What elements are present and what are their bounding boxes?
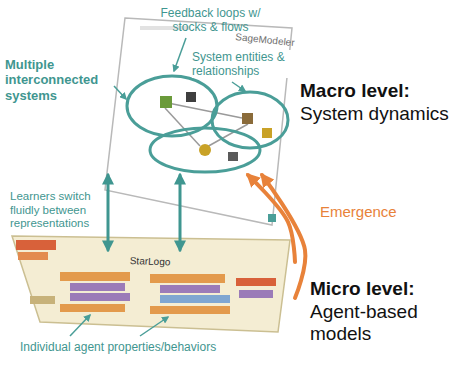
entity-icon	[199, 144, 211, 156]
level-heading: Micro level:	[310, 278, 415, 300]
code-block	[239, 290, 273, 298]
callout-note: Learners switch fluidly between represen…	[10, 190, 102, 231]
code-block	[30, 296, 55, 304]
panel-icon	[268, 214, 276, 222]
panel-shape	[12, 236, 290, 332]
callout-note: System entities & relationships	[192, 50, 292, 78]
entity-icon	[228, 152, 238, 161]
entity-icon	[160, 96, 172, 108]
callout-heading: Multiple interconnected systems	[5, 57, 117, 103]
entity-icon	[242, 113, 253, 124]
code-block	[150, 274, 225, 283]
edge-label: Emergence	[318, 203, 399, 221]
code-block	[16, 240, 56, 250]
callout-note: Feedback loops w/ stocks & flows	[148, 6, 273, 34]
switch-arrow	[107, 175, 110, 250]
code-block	[60, 304, 125, 312]
panel-shape	[105, 18, 292, 225]
switch-arrow	[179, 175, 182, 250]
code-block	[160, 295, 230, 303]
entity-icon	[262, 128, 272, 138]
code-block	[236, 278, 276, 286]
level-heading: Macro level:	[300, 80, 410, 102]
code-block	[60, 272, 130, 281]
code-block	[160, 285, 220, 293]
code-block	[150, 306, 230, 314]
code-block	[70, 283, 125, 291]
code-block	[70, 293, 130, 301]
callout-note: Individual agent properties/behaviors	[20, 340, 216, 354]
entity-icon	[186, 92, 196, 102]
panel-title: StarLogo	[130, 255, 171, 268]
code-block	[18, 252, 48, 260]
level-subheading: Agent-based models	[310, 301, 440, 346]
level-subheading: System dynamics	[300, 103, 449, 125]
